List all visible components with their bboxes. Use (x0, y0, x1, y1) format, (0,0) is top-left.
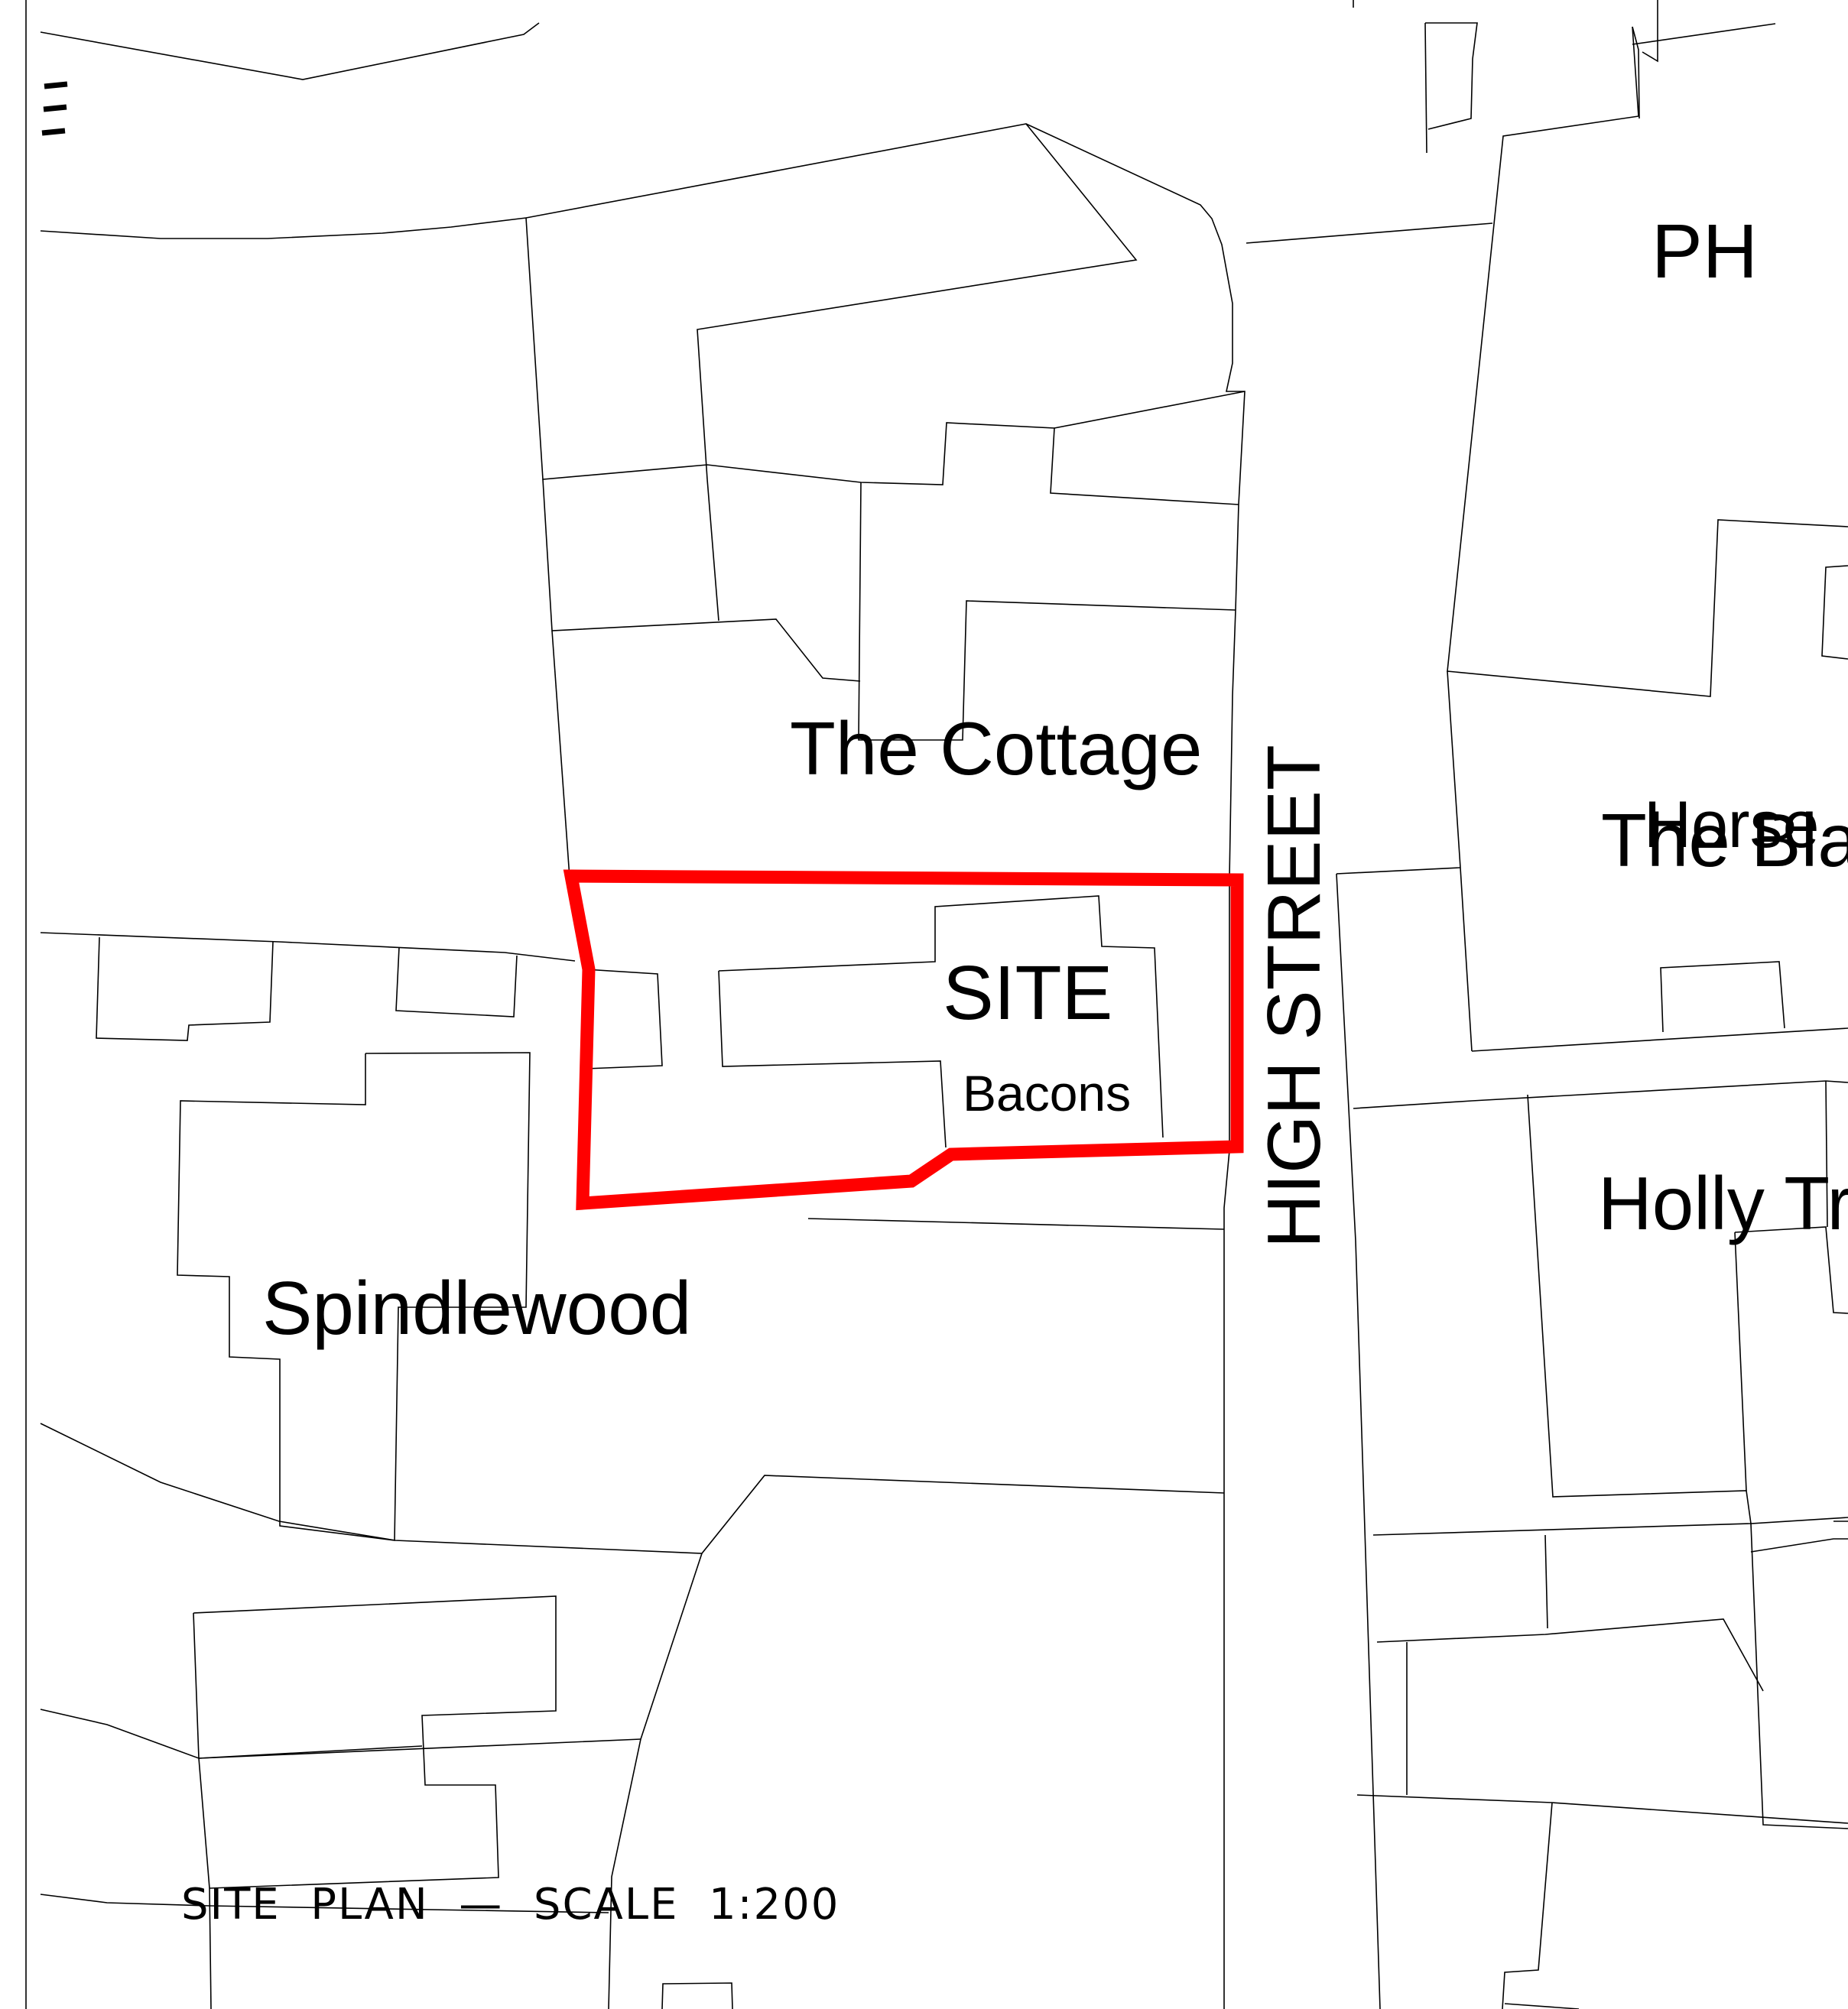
label-the-cottage: The Cottage (790, 706, 1202, 790)
label-the-bla: The Bla (1601, 798, 1848, 882)
north-arrow-marks (41, 81, 68, 136)
label-high-street: HIGH STREET (1252, 745, 1336, 1248)
label-holly-tr: Holly Tr (1598, 1161, 1848, 1245)
label-bacons: Bacons (963, 1065, 1131, 1121)
label-spindlewood: Spindlewood (262, 1266, 691, 1350)
label-site: SITE (943, 950, 1112, 1036)
frame-lines (25, 0, 1354, 2009)
label-ph: PH (1652, 209, 1758, 294)
property-linework (40, 0, 1848, 2009)
label-horse: Horse (1644, 788, 1819, 862)
site-boundary (563, 869, 1244, 1211)
drawing-title: SITE PLAN — SCALE 1:200 (181, 1880, 840, 1929)
